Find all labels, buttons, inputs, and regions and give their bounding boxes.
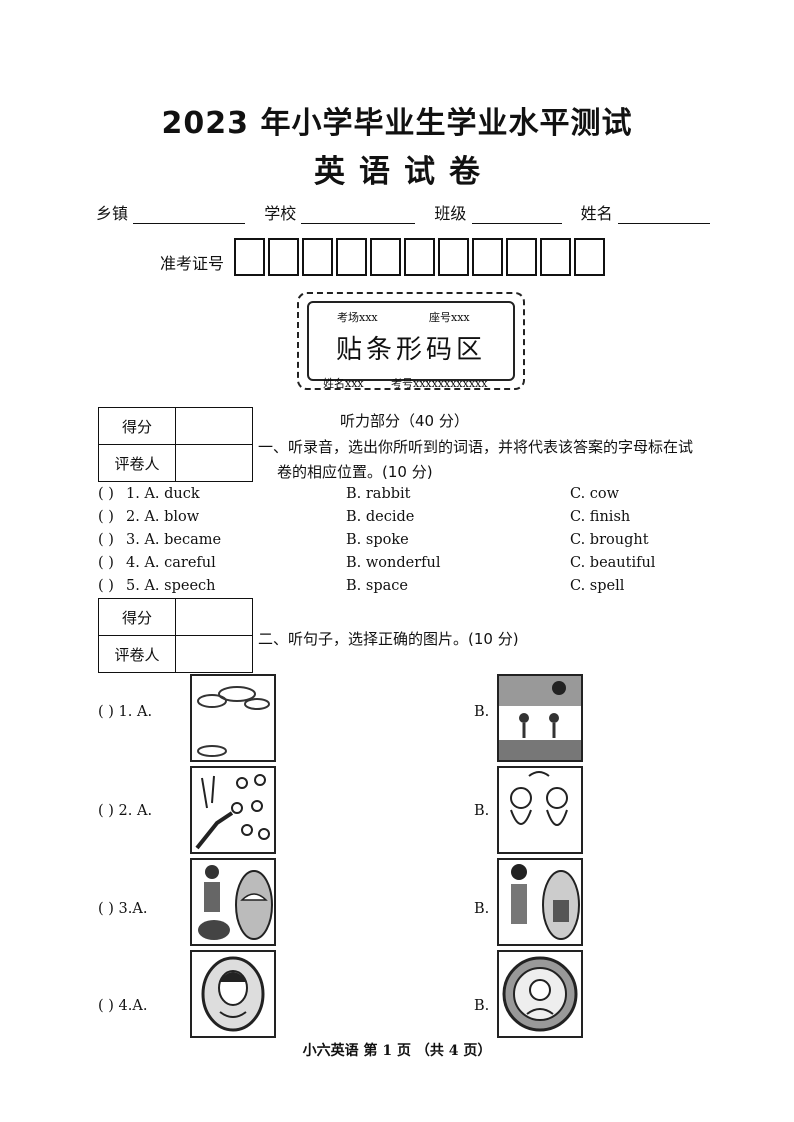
option-c: C. brought [570, 532, 649, 548]
student-info-row: 乡镇 学校 班级 姓名 [96, 200, 710, 224]
children-playing-picture[interactable] [497, 674, 583, 762]
option-b: B. rabbit [346, 486, 411, 502]
digit-box[interactable] [574, 238, 605, 276]
digit-box[interactable] [370, 238, 401, 276]
question-row: ( ) 3. A. became B. spoke C. brought [98, 532, 738, 554]
girl-rain-picture[interactable] [190, 858, 276, 946]
name-field[interactable] [617, 205, 710, 224]
girl-book-picture[interactable] [497, 858, 583, 946]
question-row: ( ) 5. A. speech B. space C. spell [98, 578, 738, 600]
option-a: 2. A. blow [126, 509, 200, 525]
listening-part-title: 听力部分（40 分） [340, 412, 469, 430]
digit-box[interactable] [234, 238, 265, 276]
option-a: 3. A. became [126, 532, 222, 548]
option-b: B. decide [346, 509, 415, 525]
barcode-name: 姓名xxx [323, 377, 364, 390]
digit-box[interactable] [540, 238, 571, 276]
digit-box[interactable] [472, 238, 503, 276]
digit-box[interactable] [506, 238, 537, 276]
question-row: ( ) 1. A. duck B. rabbit C. cow [98, 486, 738, 508]
falling-leaves-picture[interactable] [190, 766, 276, 854]
option-c: C. finish [570, 509, 631, 525]
town-field[interactable] [133, 205, 246, 224]
option-b: B. space [346, 578, 408, 594]
pic-q2-b-label: B. [474, 803, 490, 819]
score-cell[interactable] [175, 407, 253, 445]
option-c: C. cow [570, 486, 620, 502]
pic-q3-label: ( ) 3.A. [98, 901, 148, 917]
answer-paren[interactable]: ( ) [98, 532, 114, 548]
grader-label: 评卷人 [98, 444, 176, 482]
score-cell[interactable] [175, 598, 253, 636]
pic-q3-b-label: B. [474, 901, 490, 917]
option-a: 5. A. speech [126, 578, 216, 594]
exam-title: 2023 年小学毕业生学业水平测试 [161, 106, 633, 141]
digit-box[interactable] [336, 238, 367, 276]
score-table-2: 得分 评卷人 [98, 598, 253, 673]
option-b: B. spoke [346, 532, 409, 548]
option-b: B. wonderful [346, 555, 441, 571]
barcode-seat: 座号xxx [429, 311, 470, 324]
section1-instruction-1: 一、听录音，选出你所听到的词语，并将代表该答案的字母标在试 [258, 438, 694, 456]
digit-box[interactable] [302, 238, 333, 276]
name-label: 姓名 [580, 204, 613, 223]
digit-box[interactable] [404, 238, 435, 276]
exam-subtitle: 英语试卷 [314, 154, 494, 190]
school-field[interactable] [301, 205, 416, 224]
question-row: ( ) 2. A. blow B. decide C. finish [98, 509, 738, 531]
answer-paren[interactable]: ( ) [98, 509, 114, 525]
grader-cell[interactable] [175, 444, 253, 482]
exam-number-boxes[interactable] [234, 238, 608, 276]
barcode-area: 考场xxx 座号xxx 贴条形码区 姓名xxx 考号xxxxxxxxxxxx [297, 292, 525, 390]
question-row: ( ) 4. A. careful B. wonderful C. beauti… [98, 555, 738, 577]
barcode-number: 考号xxxxxxxxxxxx [391, 377, 488, 390]
girl-portrait-picture[interactable] [190, 950, 276, 1038]
option-c: C. spell [570, 578, 625, 594]
section2-instruction: 二、听句子，选择正确的图片。(10 分) [258, 630, 519, 648]
grader-label: 评卷人 [98, 635, 176, 673]
exam-number-label: 准考证号 [160, 254, 225, 273]
barcode-label: 贴条形码区 [335, 335, 486, 365]
answer-paren[interactable]: ( ) [98, 555, 114, 571]
score-table-1: 得分 评卷人 [98, 407, 253, 482]
pic-q1-label: ( ) 1. A. [98, 704, 153, 720]
digit-box[interactable] [438, 238, 469, 276]
section1-instruction-2: 卷的相应位置。(10 分) [277, 463, 433, 481]
answer-paren[interactable]: ( ) [98, 578, 114, 594]
class-label: 班级 [434, 204, 467, 223]
option-a: 4. A. careful [126, 555, 216, 571]
score-label: 得分 [98, 598, 176, 636]
school-label: 学校 [264, 204, 297, 223]
pic-q4-b-label: B. [474, 998, 490, 1014]
option-a: 1. A. duck [126, 486, 200, 502]
pic-q1-b-label: B. [474, 704, 490, 720]
page-footer: 小六英语 第 1 页 （共 4 页） [302, 1043, 492, 1059]
pic-q4-label: ( ) 4.A. [98, 998, 148, 1014]
answer-paren[interactable]: ( ) [98, 486, 114, 502]
grader-cell[interactable] [175, 635, 253, 673]
boy-portrait-picture[interactable] [497, 950, 583, 1038]
class-field[interactable] [471, 205, 562, 224]
pic-q2-label: ( ) 2. A. [98, 803, 153, 819]
town-label: 乡镇 [96, 204, 129, 223]
option-c: C. beautiful [570, 555, 656, 571]
two-kids-picture[interactable] [497, 766, 583, 854]
score-label: 得分 [98, 407, 176, 445]
clouds-picture[interactable] [190, 674, 276, 762]
digit-box[interactable] [268, 238, 299, 276]
barcode-room: 考场xxx [337, 311, 378, 324]
